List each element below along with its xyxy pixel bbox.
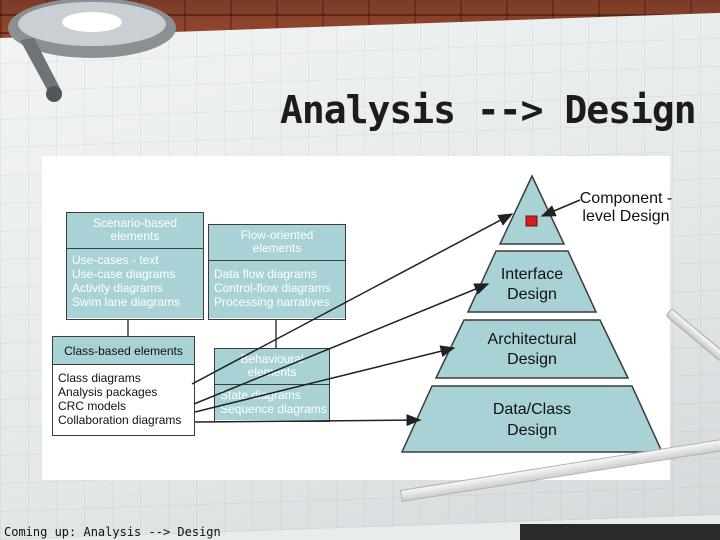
- flow-item: Processing narratives: [214, 295, 330, 309]
- class-item: CRC models: [58, 399, 127, 413]
- slide-title: Analysis --> Design: [280, 88, 697, 132]
- scenario-item: Use-cases - text: [72, 253, 159, 267]
- behavioral-box: Behavioural elements State diagrams Sequ…: [214, 348, 330, 422]
- behavioral-list: State diagrams Sequence diagrams: [215, 385, 329, 420]
- data-class-design-label: Data/Class Design: [492, 401, 572, 439]
- desk-lamp-icon: [8, 0, 176, 102]
- class-item: Analysis packages: [58, 385, 158, 399]
- scenario-item: Activity diagrams: [72, 281, 163, 295]
- arrow-scenario-to-component: [191, 213, 514, 385]
- flow-item: Control-flow diagrams: [214, 281, 331, 295]
- arrow-component-label: [540, 199, 581, 217]
- scenario-item: Swim lane diagrams: [72, 295, 181, 309]
- component-marker-icon: [525, 215, 538, 227]
- behavioral-item: Sequence diagrams: [220, 402, 327, 416]
- class-based-box: Class-based elements Class diagrams Anal…: [52, 336, 195, 436]
- desk-edge-decoration: [520, 524, 720, 540]
- scenario-based-title: Scenario-based elements: [67, 213, 203, 249]
- interface-design-label: Interface Design: [500, 266, 564, 303]
- behavioral-title: Behavioural elements: [215, 349, 329, 385]
- flow-oriented-box: Flow-oriented elements Data flow diagram…: [208, 224, 346, 320]
- flow-item: Data flow diagrams: [214, 267, 317, 281]
- flow-oriented-list: Data flow diagrams Control-flow diagrams…: [209, 261, 345, 318]
- architectural-design-label: Architectural Design: [487, 331, 577, 368]
- class-based-title: Class-based elements: [53, 337, 194, 365]
- arrow-class-to-data: [194, 414, 422, 427]
- analysis-design-diagram: Scenario-based elements Use-cases - text…: [42, 156, 672, 480]
- scenario-based-list: Use-cases - text Use-case diagrams Activ…: [67, 249, 203, 318]
- pyramid-architectural-level: [434, 319, 630, 379]
- component-level-label: Component -level Design: [579, 190, 673, 225]
- class-item: Class diagrams: [58, 371, 141, 385]
- arrow-class-to-architectural: [194, 345, 456, 413]
- class-item: Collaboration diagrams: [58, 413, 182, 427]
- arrow-flow-to-interface: [193, 283, 490, 405]
- scenario-item: Use-case diagrams: [72, 267, 176, 281]
- connector-lines: [127, 320, 277, 348]
- scenario-based-box: Scenario-based elements Use-cases - text…: [66, 212, 204, 320]
- slide-footer: Coming up: Analysis --> Design: [4, 525, 221, 539]
- design-pyramid: [191, 174, 664, 453]
- flow-oriented-title: Flow-oriented elements: [209, 225, 345, 261]
- class-based-list: Class diagrams Analysis packages CRC mod…: [53, 365, 194, 435]
